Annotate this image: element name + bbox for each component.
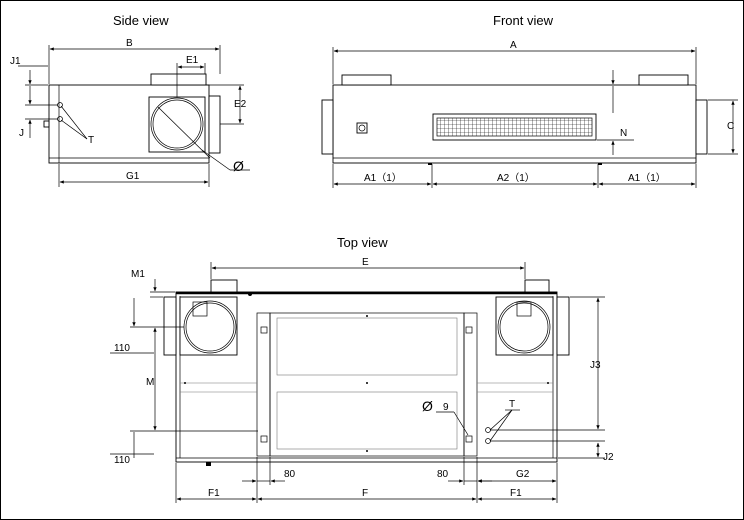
side-duct-circle [150,97,204,151]
dim-F1-left: F1 [208,488,220,499]
diameter-symbol: Ø [233,158,244,174]
dim-110-top: 110 [114,343,130,354]
dim-J2: J2 [603,452,614,463]
side-duct [208,95,221,154]
top-view: E M1 110 M 110 J3 J2 T Ø [110,257,614,503]
dim-A1-right: A1（1） [628,172,666,184]
diameter-9-value: 9 [443,402,449,413]
dim-G2: G2 [516,469,530,480]
top-body [175,291,558,463]
dim-80-left: 80 [284,469,296,480]
dim-J: J [19,128,24,139]
dim-F1-right: F1 [510,488,522,499]
top-left-duct-plate [179,296,238,356]
top-view-title: Top view [337,235,388,250]
top-right-duct-circle [497,300,551,354]
dim-B: B [126,38,133,49]
front-view: A C N A1（1） A2（1） A1（1） [321,40,738,188]
side-view: B E1 E2 J1 J T G1 Ø [10,38,250,187]
top-right-duct-plate [495,296,554,356]
dim-110-bottom: 110 [114,455,130,466]
side-top-flange [150,73,207,86]
dim-F: F [362,488,368,499]
front-view-title: Front view [493,13,554,28]
dim-J3: J3 [590,360,601,371]
label-T: T [88,135,94,146]
dim-A1-left: A1（1） [364,172,402,184]
dim-80-right: 80 [437,469,449,480]
diameter-9-symbol: Ø [422,398,433,414]
front-grille [436,117,593,137]
dim-J1: J1 [10,56,21,67]
dim-G1: G1 [126,171,140,182]
dim-A: A [510,40,517,51]
dim-N: N [620,128,627,139]
dim-E: E [362,257,369,268]
dim-C: C [727,121,734,132]
label-T-top: T [509,399,515,410]
dim-A2: A2（1） [497,172,535,184]
dim-M: M [146,377,154,388]
side-duct-plate [148,96,206,153]
side-view-title: Side view [113,13,169,28]
dim-E1: E1 [186,55,199,66]
dim-E2: E2 [234,99,247,110]
dim-M1: M1 [131,269,145,280]
